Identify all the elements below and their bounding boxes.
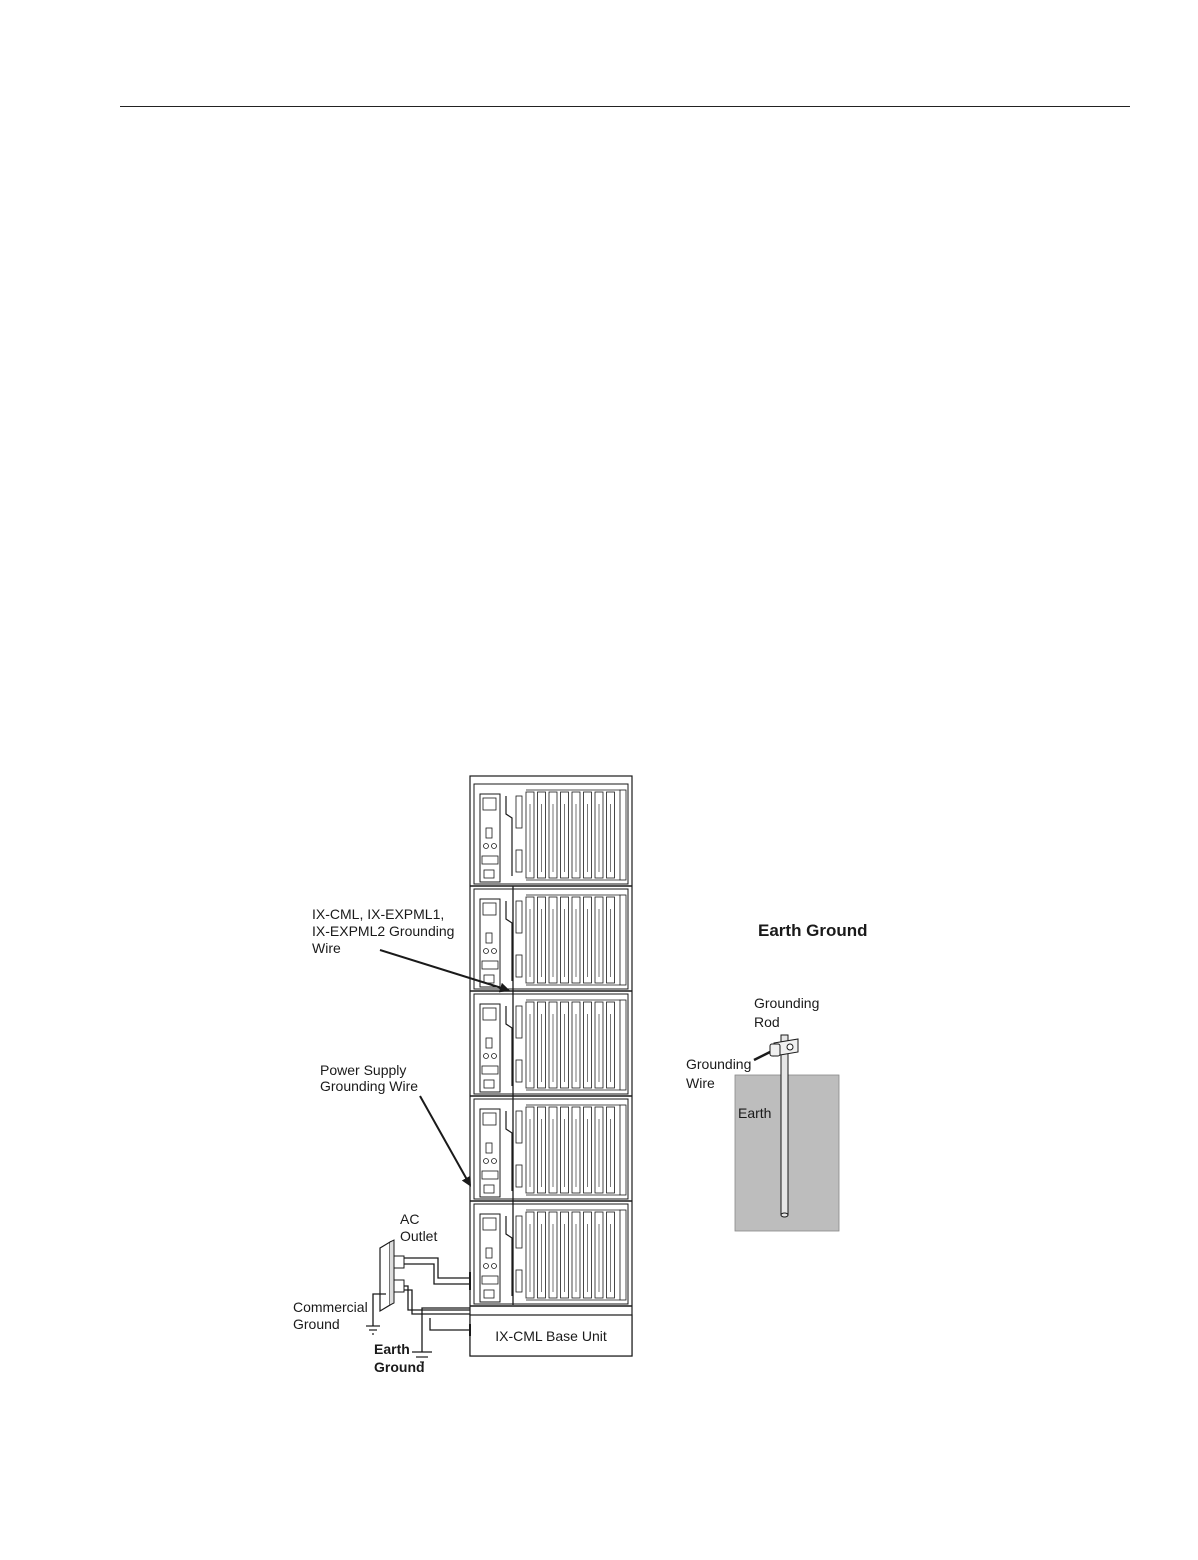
cabinet-unit: [470, 994, 632, 1096]
cml-grounding-label-3: Wire: [312, 940, 341, 956]
cabinet-unit: [470, 784, 632, 886]
psu-grounding-label-1: Power Supply: [320, 1062, 406, 1078]
psu-grounding-label-2: Grounding Wire: [320, 1078, 418, 1094]
psu-grounding-arrow: [420, 1096, 470, 1185]
cabinet-units: [470, 784, 632, 1306]
cabinet-unit: [470, 1204, 632, 1306]
ac-outlet: AC Outlet: [380, 1211, 470, 1314]
earth-ground-label-1: Earth: [374, 1341, 410, 1357]
cabinet-earth-ground: Earth Ground: [374, 1308, 470, 1375]
earth-ground-detail: Earth Ground Earth Grounding Rod Groundi…: [686, 921, 868, 1231]
cabinet-unit: [470, 889, 632, 991]
base-unit-label: IX-CML Base Unit: [495, 1328, 607, 1344]
commercial-ground-label-2: Ground: [293, 1316, 340, 1332]
grounding-rod: [781, 1035, 788, 1215]
grounding-rod-label-2: Rod: [754, 1014, 780, 1030]
commercial-ground-label-1: Commercial: [293, 1299, 368, 1315]
grounding-wire-label-1: Grounding: [686, 1056, 751, 1072]
ac-outlet-label-2: Outlet: [400, 1228, 437, 1244]
grounding-wire: [754, 1052, 770, 1060]
cml-grounding-label-1: IX-CML, IX-EXPML1,: [312, 906, 444, 922]
cml-grounding-label-2: IX-EXPML2 Grounding: [312, 923, 454, 939]
ac-outlet-label-1: AC: [400, 1211, 419, 1227]
earth-ground-label-2: Ground: [374, 1359, 425, 1375]
cabinet-unit: [470, 1099, 632, 1201]
grounding-rod-label-1: Grounding: [754, 995, 819, 1011]
grounding-wire-label-2: Wire: [686, 1075, 715, 1091]
earth-ground-title: Earth Ground: [758, 921, 868, 940]
commercial-ground: Commercial Ground: [293, 1294, 386, 1334]
earth-label: Earth: [738, 1105, 771, 1121]
psu-grounding-callout: Power Supply Grounding Wire: [320, 1062, 470, 1185]
